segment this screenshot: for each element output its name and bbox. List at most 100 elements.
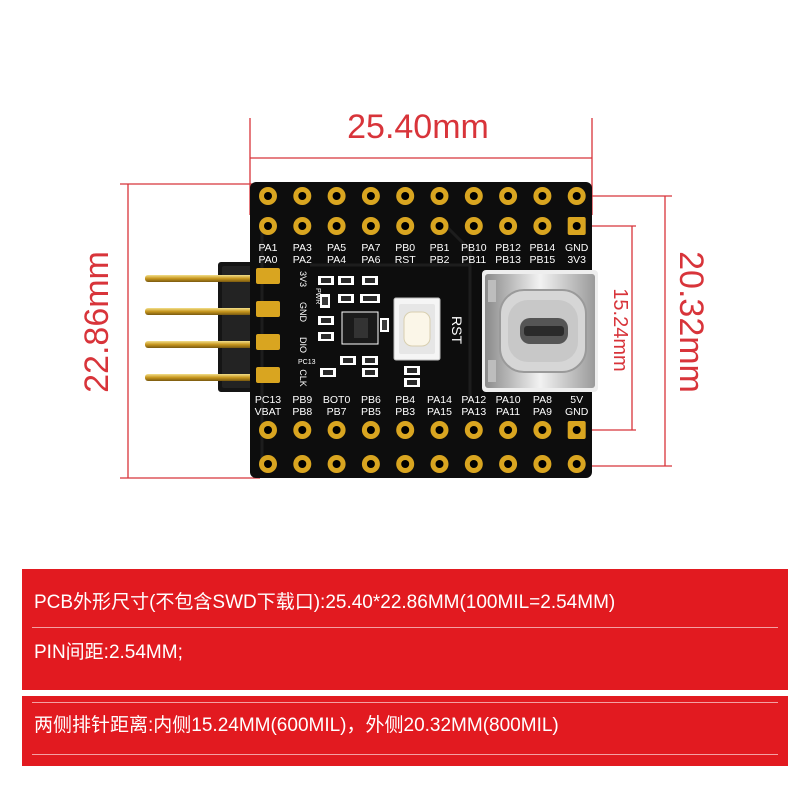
- pin-label: GND: [565, 406, 589, 418]
- pin-label: PA8: [533, 394, 552, 406]
- pin-label: RST: [395, 254, 417, 266]
- header-pad: [567, 455, 586, 473]
- header-pad: [259, 217, 277, 235]
- header-pad: [567, 421, 586, 439]
- header-pad: [430, 187, 449, 205]
- header-pad: [567, 187, 586, 205]
- pin-label: PA15: [427, 406, 452, 418]
- header-pad: [464, 421, 483, 439]
- header-pad: [396, 187, 415, 205]
- swd-pin-label: GND: [298, 302, 308, 323]
- pin-label: PA11: [496, 406, 520, 418]
- pin-label: 3V3: [567, 254, 586, 266]
- pin-label: PB6: [361, 394, 381, 406]
- pin-label: 5V: [570, 394, 583, 406]
- header-pad: [499, 187, 518, 205]
- note-pin-spacing: 两侧排针距离:内侧15.24MM(600MIL)，外侧20.32MM(800MI…: [34, 715, 559, 736]
- notes-band-bottom: 两侧排针距离:内侧15.24MM(600MIL)，外侧20.32MM(800MI…: [22, 696, 788, 766]
- pin-label: PB3: [395, 406, 415, 418]
- width-dimension-label: 25.40mm: [347, 108, 489, 146]
- pin-label: PA6: [361, 254, 380, 266]
- pin-label: PB0: [395, 242, 415, 254]
- band-divider-top: [32, 702, 778, 703]
- pin-label: PA3: [293, 242, 312, 254]
- header-pad: [499, 421, 518, 439]
- header-pad: [499, 217, 518, 235]
- header-pad: [567, 217, 586, 235]
- note-pin-pitch: PIN间距:2.54MM;: [34, 642, 183, 663]
- header-pad: [533, 455, 552, 473]
- pin-label: PA4: [327, 254, 346, 266]
- header-pad: [396, 421, 415, 439]
- band-divider-bottom: [32, 754, 778, 755]
- band-divider: [32, 627, 778, 628]
- header-pad: [327, 217, 346, 235]
- pin-label: PA1: [258, 242, 277, 254]
- pin-label: PB1: [430, 242, 450, 254]
- swd-contacts: [256, 268, 280, 383]
- notes-band-top: PCB外形尺寸(不包含SWD下载口):25.40*22.86MM(100MIL=…: [22, 569, 788, 690]
- header-pad: [259, 421, 277, 439]
- pin-label: PA0: [258, 254, 277, 266]
- header-pad: [361, 187, 380, 205]
- pin-label: PA10: [496, 394, 521, 406]
- header-pad: [464, 455, 483, 473]
- header-pad: [259, 455, 277, 473]
- pwr-silkscreen: PWR: [314, 288, 321, 304]
- pin-label: PA13: [461, 406, 486, 418]
- header-pads: [259, 187, 586, 473]
- outer-span-dimension-label: 20.32mm: [672, 251, 710, 393]
- header-pad: [361, 455, 380, 473]
- pin-label: PB9: [292, 394, 312, 406]
- pin-label: PB13: [495, 254, 521, 266]
- height-dimension-label: 22.86mm: [78, 251, 116, 393]
- pin-label: PB15: [530, 254, 556, 266]
- header-pad: [396, 217, 415, 235]
- pin-label: PB11: [461, 254, 486, 266]
- header-pad: [533, 187, 552, 205]
- header-pad: [293, 187, 312, 205]
- pin-label: PB5: [361, 406, 381, 418]
- header-pad: [293, 455, 312, 473]
- header-pad: [361, 217, 380, 235]
- note-pcb-size: PCB外形尺寸(不包含SWD下载口):25.40*22.86MM(100MIL=…: [34, 592, 616, 613]
- header-pad: [464, 217, 483, 235]
- header-pad: [499, 455, 518, 473]
- pin-label: PB4: [395, 394, 415, 406]
- pin-label: GND: [565, 242, 589, 254]
- header-pad: [430, 455, 449, 473]
- pin-label: BOT0: [323, 394, 351, 406]
- usb-c-connector: [482, 270, 598, 392]
- smd-components: [318, 276, 420, 387]
- pc13-silkscreen: PC13: [298, 359, 316, 366]
- header-pad: [533, 421, 552, 439]
- pin-label: PA2: [293, 254, 312, 266]
- pin-label: PB10: [461, 242, 487, 254]
- pin-label: PA14: [427, 394, 452, 406]
- header-pad: [259, 187, 277, 205]
- pin-label: PB12: [495, 242, 521, 254]
- header-pad: [293, 421, 312, 439]
- pin-label: PA12: [461, 394, 486, 406]
- rst-button[interactable]: [393, 297, 441, 361]
- header-pad: [464, 187, 483, 205]
- rst-button-label: RST: [449, 316, 465, 344]
- header-pad: [361, 421, 380, 439]
- header-pad: [327, 455, 346, 473]
- swd-pin-label: DIO: [298, 337, 308, 353]
- swd-header: [145, 262, 256, 392]
- header-pad: [327, 421, 346, 439]
- pin-label: PB7: [327, 406, 347, 418]
- header-pad: [293, 217, 312, 235]
- pin-label: PB8: [292, 406, 312, 418]
- pin-label: PB14: [530, 242, 556, 254]
- header-pad: [430, 421, 449, 439]
- header-pad: [327, 187, 346, 205]
- pin-label: PA9: [533, 406, 552, 418]
